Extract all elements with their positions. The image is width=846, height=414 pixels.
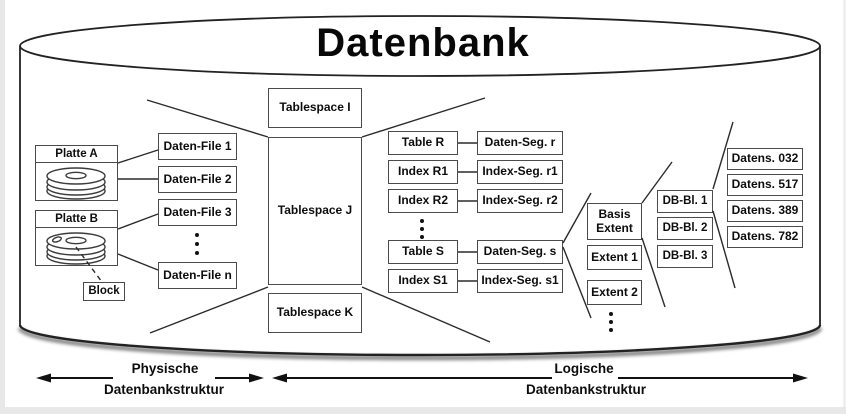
legend-physical-line2: Datenbankstruktur: [103, 382, 225, 397]
disk-a-label: Platte A: [36, 146, 117, 163]
legend-logical-line1: Logische: [554, 361, 614, 376]
block-box: Block: [83, 282, 125, 301]
legend-logical-line2: Datenbankstruktur: [525, 382, 647, 397]
record-782-box: Datens. 782: [727, 226, 803, 248]
extent-1-box: Extent 1: [587, 245, 642, 270]
disk-a-box: Platte A: [35, 145, 118, 201]
basis-extent-box: Basis Extent: [587, 203, 642, 240]
disk-b-label: Platte B: [36, 211, 117, 228]
legend-physical-line1: Physische: [131, 361, 199, 376]
record-517-box: Datens. 517: [727, 174, 803, 196]
daten-file-3-box: Daten-File 3: [158, 199, 237, 226]
database-title: Datenbank: [316, 21, 530, 65]
daten-file-n-box: Daten-File n: [158, 262, 237, 289]
db-block-2-box: DB-Bl. 2: [657, 217, 713, 240]
tablespace-i-box: Tablespace I: [268, 88, 362, 128]
daten-file-2-box: Daten-File 2: [158, 166, 237, 193]
record-032-box: Datens. 032: [727, 148, 803, 170]
cylinder-shape: [17, 15, 823, 361]
disk-b-box: Platte B: [35, 210, 118, 266]
tablespace-j-box: Tablespace J: [268, 137, 362, 285]
index-seg-r1-box: Index-Seg. r1: [477, 160, 563, 184]
db-block-3-box: DB-Bl. 3: [657, 245, 713, 268]
daten-seg-s-box: Daten-Seg. s: [477, 240, 563, 264]
index-r2-box: Index R2: [388, 189, 458, 213]
table-s-box: Table S: [388, 240, 458, 264]
index-seg-r2-box: Index-Seg. r2: [477, 189, 563, 213]
db-block-1-box: DB-Bl. 1: [657, 190, 713, 213]
record-389-box: Datens. 389: [727, 200, 803, 222]
tablespace-k-box: Tablespace K: [268, 293, 362, 333]
index-s1-box: Index S1: [388, 269, 458, 293]
index-seg-s1-box: Index-Seg. s1: [477, 269, 563, 293]
extent-2-box: Extent 2: [587, 280, 642, 305]
table-r-box: Table R: [388, 131, 458, 155]
daten-seg-r-box: Daten-Seg. r: [477, 131, 563, 155]
index-r1-box: Index R1: [388, 160, 458, 184]
daten-file-1-box: Daten-File 1: [158, 133, 237, 160]
